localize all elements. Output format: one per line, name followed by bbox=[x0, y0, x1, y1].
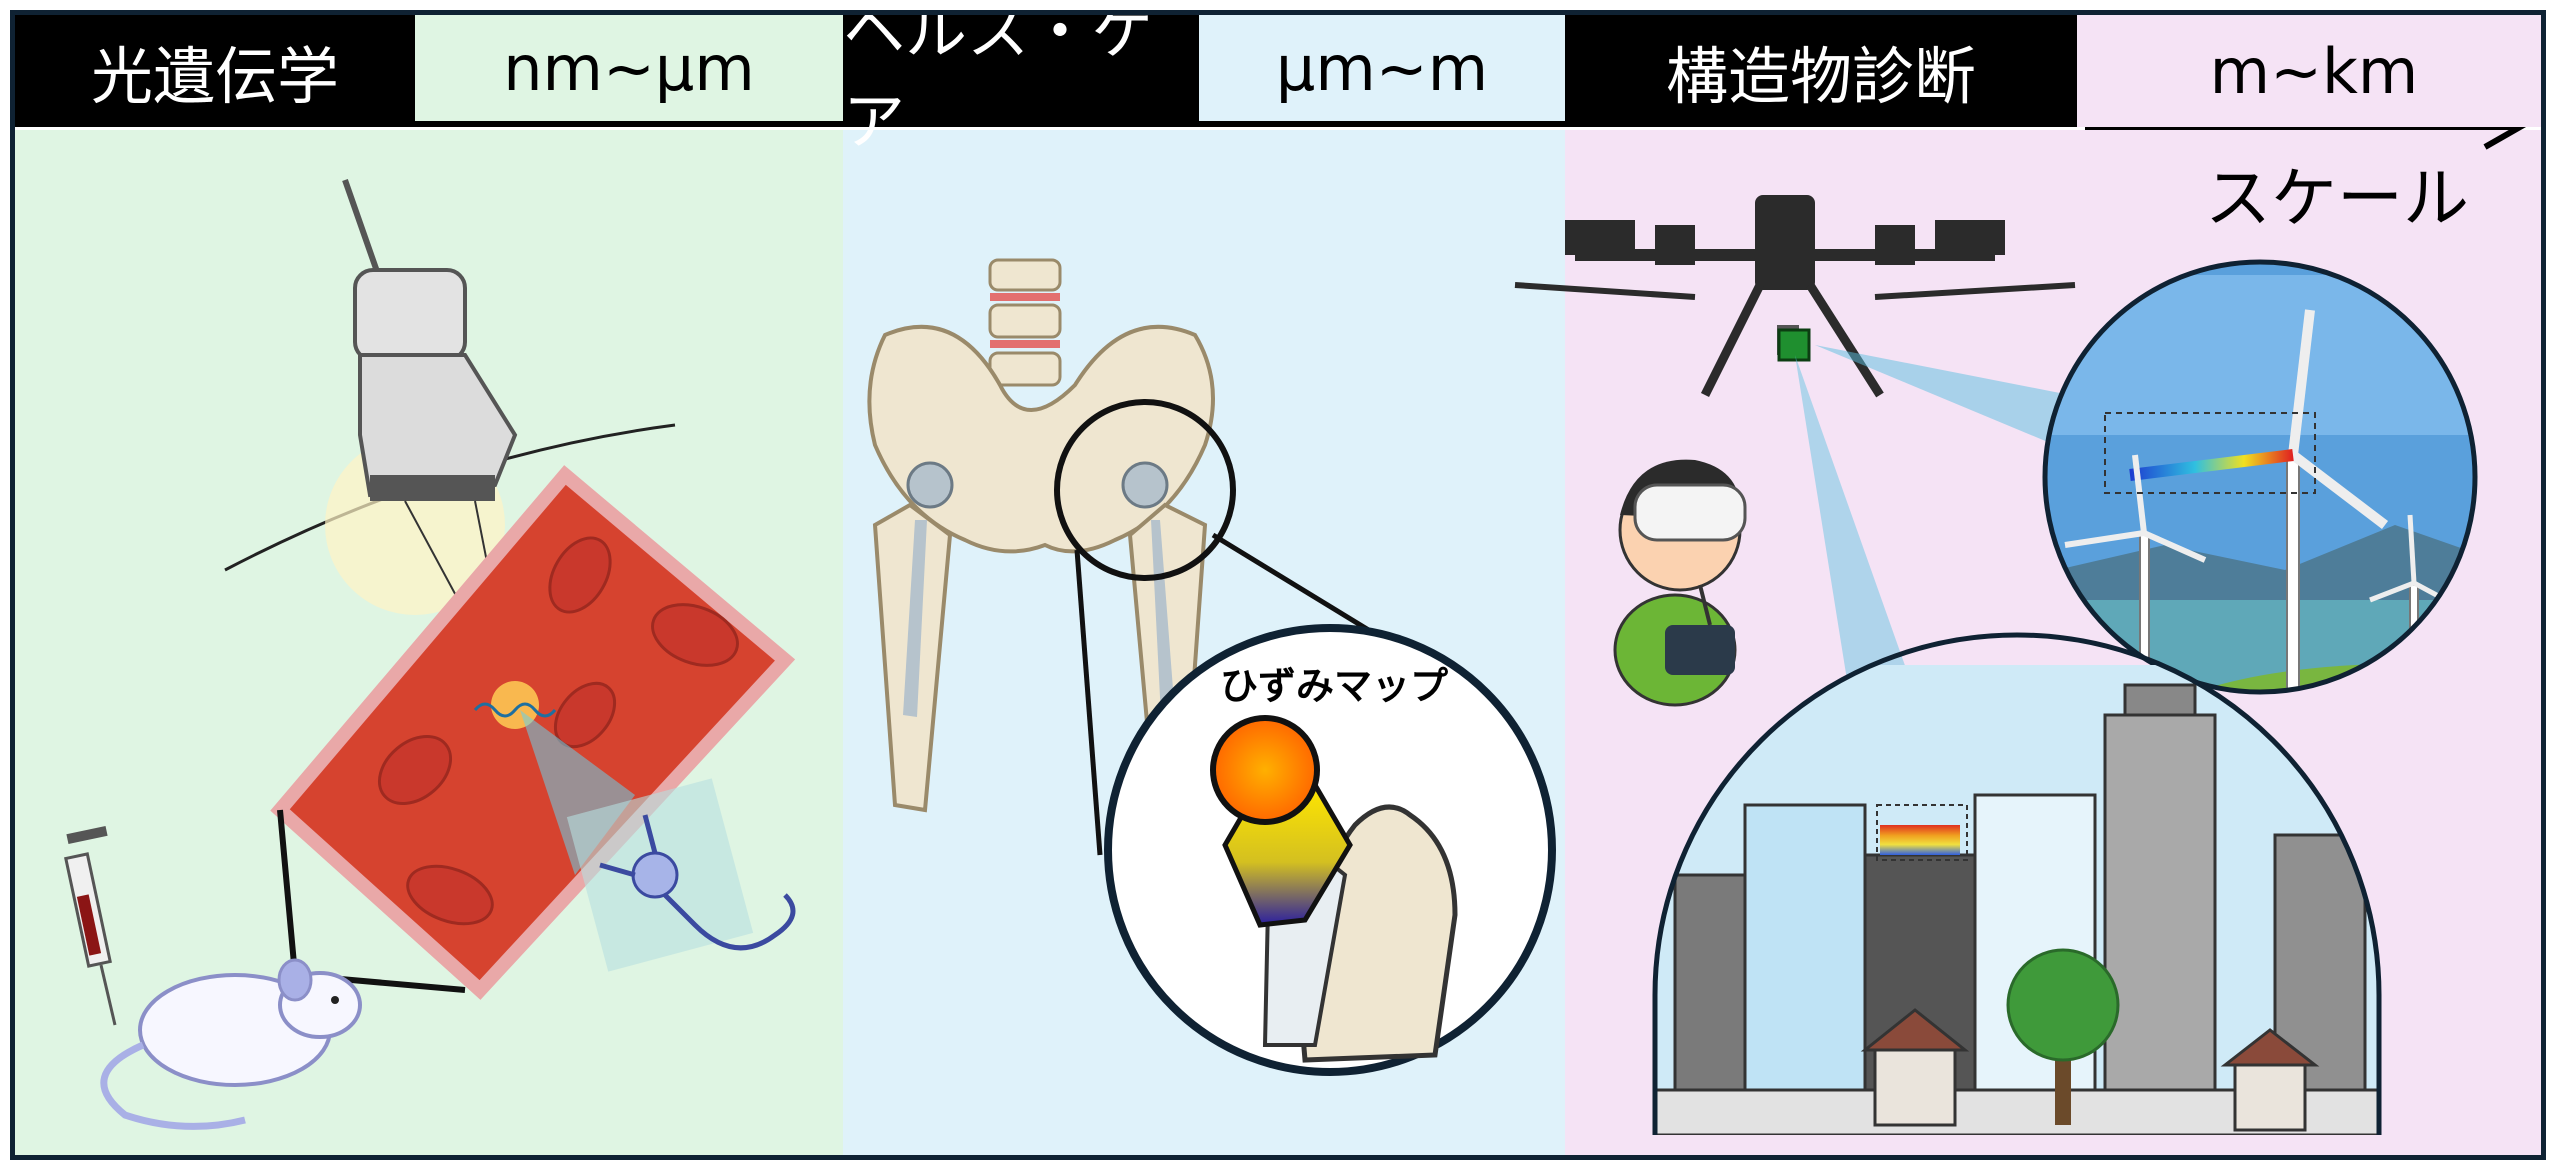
section-title-structural: 構造物診断 bbox=[1565, 15, 2077, 127]
hip-implant-zoom bbox=[1104, 624, 1556, 1076]
ultrasound-wave-icon bbox=[473, 702, 557, 718]
illustration-canvas bbox=[64, 104, 2527, 1135]
section-scale-structural: m~km bbox=[2077, 15, 2541, 127]
section-scale-healthcare: μm~m bbox=[1199, 15, 1565, 127]
section-title-optogenetics: 光遺伝学 bbox=[15, 15, 415, 127]
city-scene bbox=[1652, 632, 2382, 1135]
scale-axis-label: スケール bbox=[2205, 160, 2469, 237]
section-scale-optogenetics: nm~μm bbox=[415, 15, 843, 127]
drone-beam-to-turbine bbox=[1815, 345, 2070, 445]
strain-map-label: ひずみマップ bbox=[1220, 664, 1449, 708]
section-title-healthcare: ヘルス・ケア bbox=[843, 15, 1199, 158]
wind-turbine-scene bbox=[2042, 259, 2478, 695]
structural-illustration bbox=[1514, 104, 2527, 1135]
optogenetics-illustration bbox=[64, 179, 796, 1130]
ultrasound-probe-icon bbox=[342, 179, 518, 501]
syringe-icon bbox=[64, 825, 117, 1026]
zoom-line-left bbox=[1074, 549, 1103, 856]
left-femur-icon bbox=[872, 461, 954, 813]
zoom-source-circle bbox=[1054, 399, 1236, 581]
light-beam bbox=[520, 710, 635, 875]
drone-icon bbox=[1514, 195, 2076, 398]
spine-icon bbox=[988, 258, 1062, 387]
neuron-icon bbox=[599, 814, 796, 951]
healthcare-illustration bbox=[867, 258, 1556, 1076]
mouse-icon bbox=[100, 958, 362, 1130]
vr-pilot-icon bbox=[1613, 459, 1747, 707]
diagram-frame: 光遺伝学 nm~μm ヘルス・ケア μm~m 構造物診断 m~km スケール ひ… bbox=[10, 10, 2546, 1160]
